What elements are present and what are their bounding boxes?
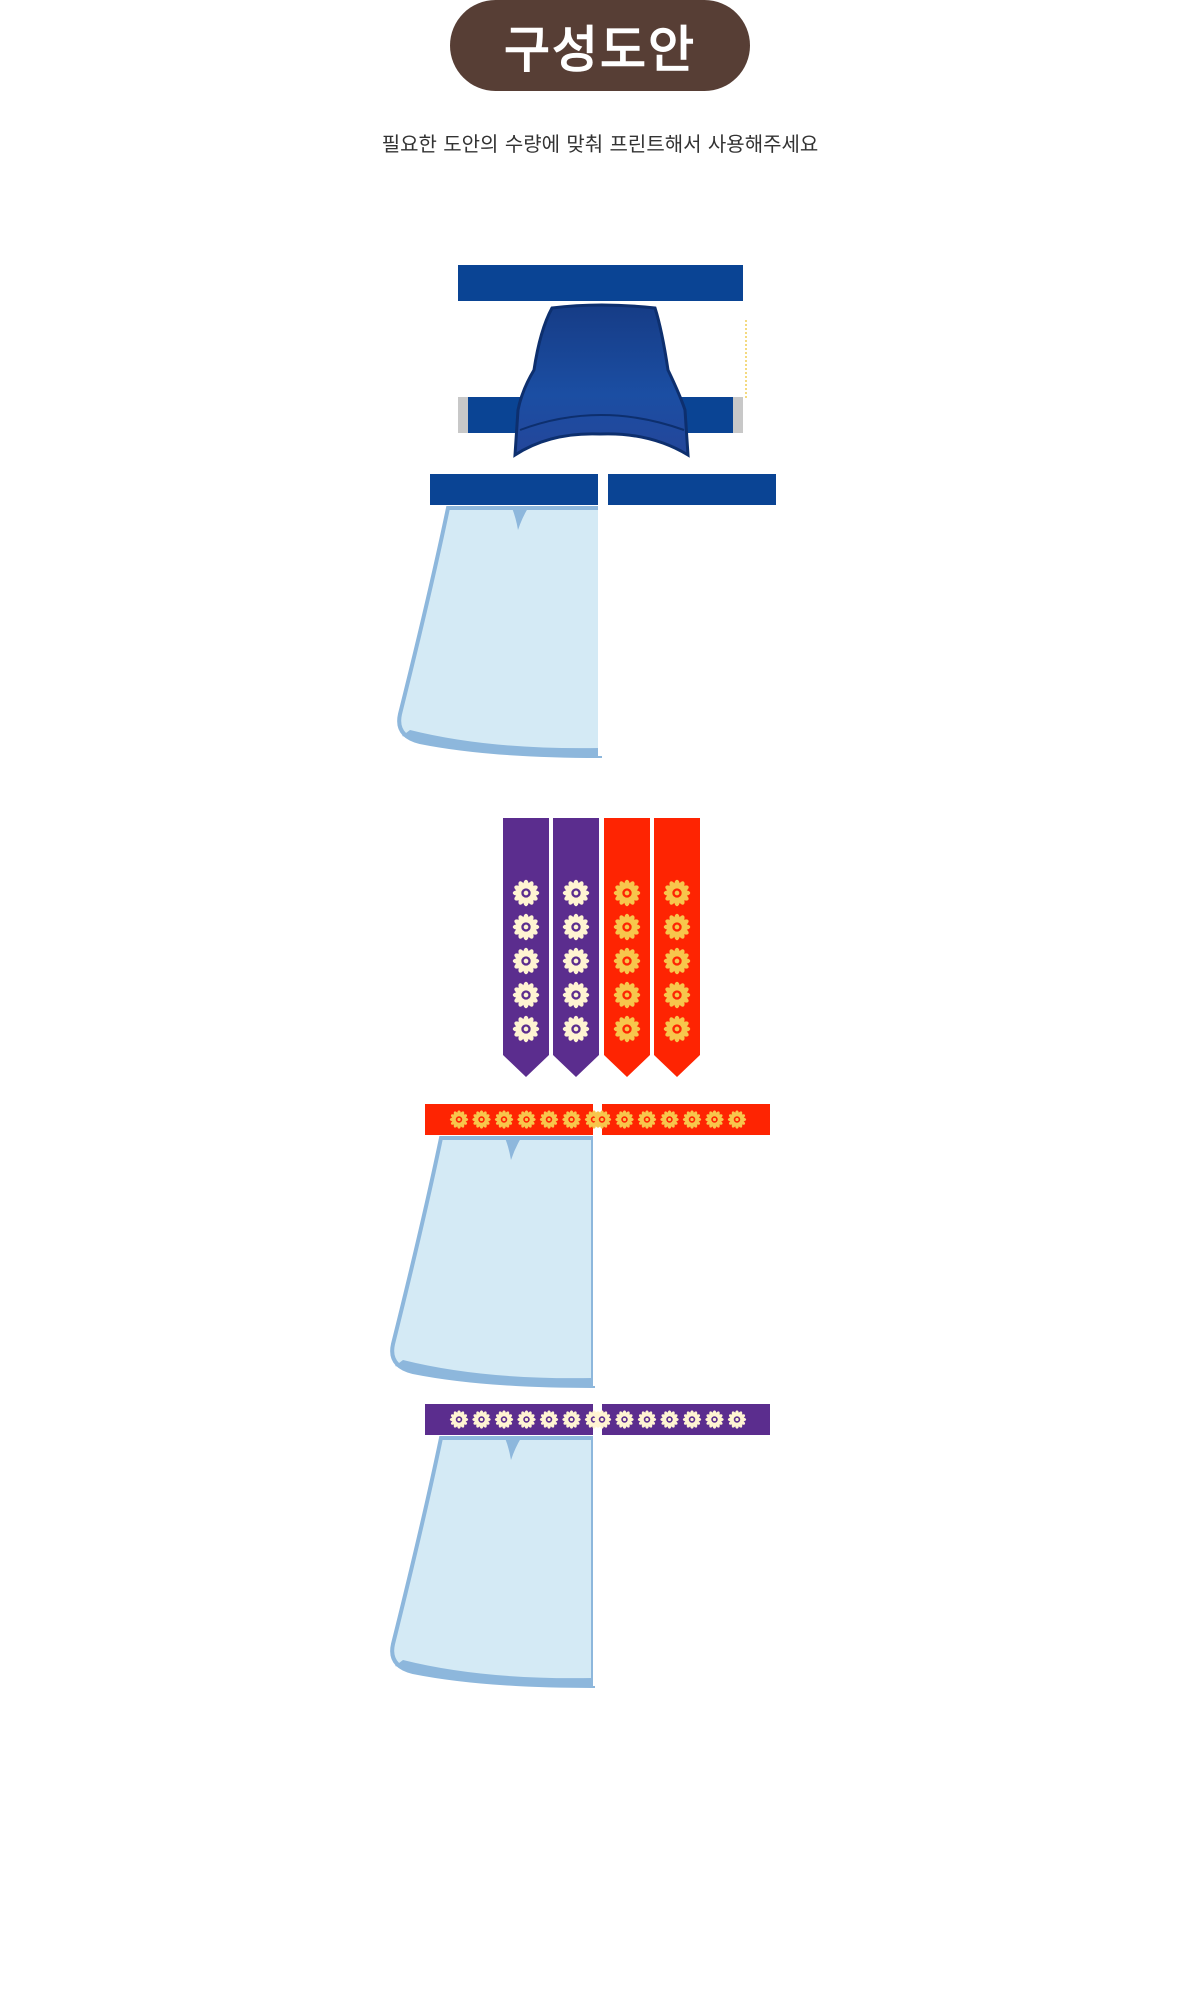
sash-strip bbox=[654, 818, 700, 1077]
flower-icon bbox=[472, 1110, 491, 1129]
skirt-red bbox=[390, 1104, 770, 1389]
flower-icon bbox=[512, 981, 540, 1009]
flower-icon bbox=[637, 1110, 657, 1129]
sash-strip bbox=[604, 818, 650, 1077]
page-subtitle: 필요한 도안의 수량에 맞춰 프린트해서 사용해주세요 bbox=[381, 132, 819, 156]
flower-icon bbox=[562, 947, 590, 975]
hat-top-band bbox=[458, 265, 743, 301]
title-badge: 구성도안 bbox=[450, 0, 750, 91]
flower-icon bbox=[663, 981, 691, 1009]
sash-strip bbox=[503, 818, 549, 1077]
flower-icon bbox=[562, 1110, 581, 1129]
flower-icon bbox=[562, 913, 590, 941]
flower-icon bbox=[449, 1410, 469, 1429]
flower-icon bbox=[705, 1110, 724, 1129]
hat-crown bbox=[513, 303, 690, 458]
flower-icon bbox=[539, 1110, 559, 1129]
flower-icon bbox=[512, 947, 540, 975]
sash-strip bbox=[553, 818, 599, 1077]
flower-icon bbox=[613, 1015, 641, 1043]
flower-icon bbox=[660, 1110, 679, 1129]
flower-icon bbox=[472, 1410, 491, 1429]
flower-icon bbox=[637, 1410, 657, 1429]
hat-brim-line bbox=[519, 414, 685, 431]
flower-icon bbox=[663, 1015, 691, 1043]
flower-icon bbox=[562, 1410, 581, 1429]
flower-icon bbox=[494, 1410, 514, 1429]
flower-icon bbox=[705, 1410, 724, 1429]
flower-icon bbox=[682, 1410, 702, 1429]
flower-icon bbox=[562, 1015, 590, 1043]
flower-icon bbox=[663, 913, 691, 941]
flower-icon bbox=[517, 1110, 536, 1129]
flower-icon bbox=[615, 1110, 634, 1129]
flower-icon bbox=[682, 1110, 702, 1129]
flower-icon bbox=[512, 1015, 540, 1043]
flower-icon bbox=[613, 947, 641, 975]
waistband-left bbox=[430, 474, 598, 505]
flower-icon bbox=[592, 1110, 612, 1129]
flower-icon bbox=[512, 879, 540, 907]
flower-icon bbox=[562, 879, 590, 907]
flower-icon bbox=[592, 1410, 612, 1429]
flower-icon bbox=[660, 1410, 679, 1429]
hat-piece bbox=[458, 265, 747, 458]
flower-icon bbox=[517, 1410, 536, 1429]
flower-icon bbox=[613, 879, 641, 907]
flower-icon bbox=[613, 913, 641, 941]
flower-icon bbox=[727, 1110, 747, 1129]
sash-group bbox=[503, 818, 700, 1077]
flower-icon bbox=[449, 1110, 469, 1129]
flower-icon bbox=[562, 981, 590, 1009]
flower-icon bbox=[615, 1410, 634, 1429]
skirt-purple bbox=[390, 1404, 770, 1689]
skirt-blue bbox=[397, 474, 776, 759]
flower-icon bbox=[663, 947, 691, 975]
flower-icon bbox=[539, 1410, 559, 1429]
page-title: 구성도안 bbox=[504, 20, 696, 79]
waistband-right bbox=[608, 474, 776, 505]
flower-icon bbox=[494, 1110, 514, 1129]
flower-icon bbox=[727, 1410, 747, 1429]
flower-icon bbox=[663, 879, 691, 907]
flower-icon bbox=[613, 981, 641, 1009]
flower-icon bbox=[512, 913, 540, 941]
